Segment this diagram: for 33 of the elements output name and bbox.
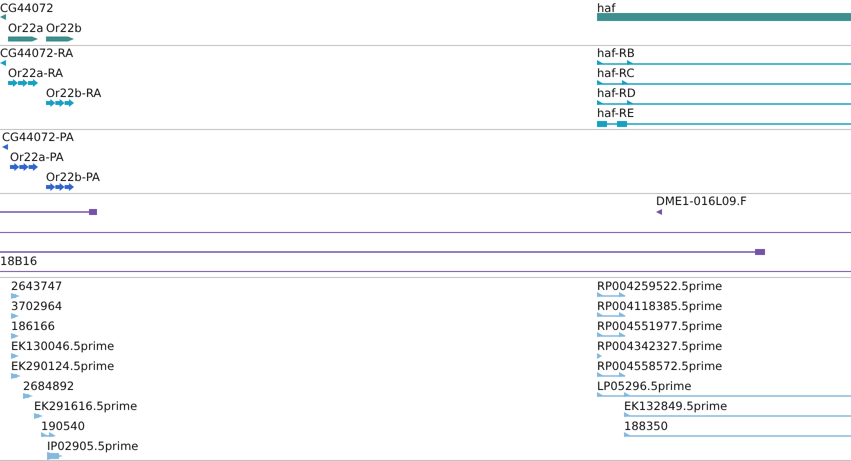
feature-label: RP004342327.5prime [597,339,722,353]
feature-label: Or22a-PA [10,150,64,164]
feature-label: 2684892 [23,379,74,393]
feature-label: IP02905.5prime [47,439,138,453]
feature-label: 188350 [624,419,668,433]
feature-label: RP004558572.5prime [597,359,722,373]
feature-label: EK290124.5prime [11,359,114,373]
feature-label: LP05296.5prime [597,379,692,393]
feature-label: Or22b-PA [46,170,100,184]
feature-label: 3702964 [11,299,62,313]
feature-label: RP004259522.5prime [597,279,722,293]
feature-label: haf-RC [597,66,634,80]
feature-label: Or22a-RA [8,66,64,80]
feature-label: EK132849.5prime [624,399,728,413]
feature-label: 186166 [11,319,55,333]
feature-label: CG44072-RA [0,46,74,60]
feature-label: DME1-016L09.F [656,194,747,208]
feature-label: haf-RD [597,86,636,100]
feature-label: 190540 [41,419,85,433]
feature-label: RP004551977.5prime [597,319,722,333]
feature-label: haf-RB [597,46,635,60]
feature-label: Or22b-RA [46,86,102,100]
feature-label: Or22a [8,21,44,35]
feature-label: EK130046.5prime [11,339,114,353]
feature-label: 2643747 [11,279,62,293]
feature-label: Or22b [46,21,82,35]
feature-label: RP004118385.5prime [597,299,722,313]
feature-label: haf-RE [597,106,634,120]
feature-label: 18B16 [0,254,38,268]
feature-label: haf [597,1,616,15]
feature-label: EK291616.5prime [34,399,138,413]
feature-label: CG44072-PA [2,130,74,144]
feature-label: CG44072 [0,1,54,15]
